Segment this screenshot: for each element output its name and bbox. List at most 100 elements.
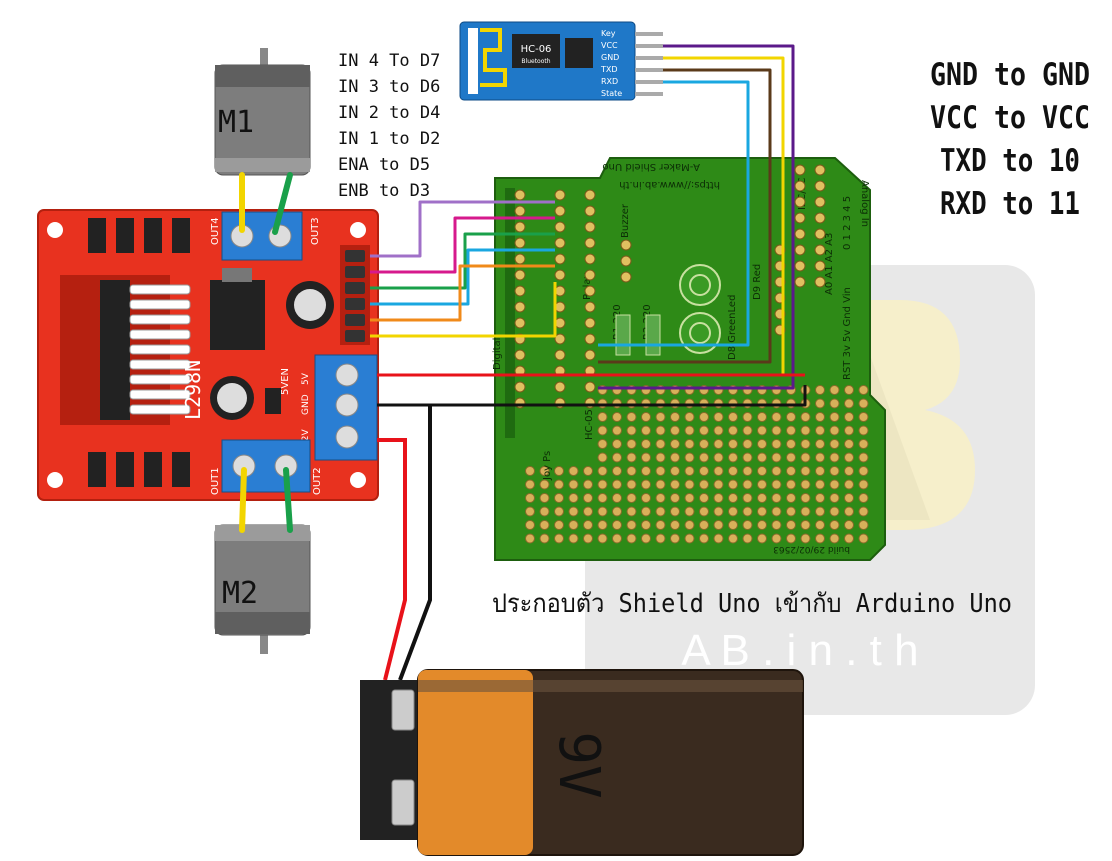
perf-hole: [815, 479, 825, 490]
perf-hole: [829, 479, 840, 490]
l298n-board: L298N 5VEN OUT4 OUT3 OUT1 OUT2 5V GND 12…: [37, 209, 379, 501]
perf-hole: [655, 412, 666, 422]
terminal-power: [314, 354, 378, 461]
perf-hole: [728, 466, 738, 476]
perf-hole: [786, 520, 796, 530]
perf-hole: [568, 493, 579, 503]
perf-hole: [699, 479, 709, 490]
perf-hole: [525, 479, 535, 490]
out1-label: OUT1: [210, 467, 221, 495]
perf-hole: [728, 425, 738, 436]
pin-note: ENA to D5: [338, 155, 430, 175]
header-pin: [814, 164, 826, 176]
perf-hole: [525, 493, 535, 503]
perf-hole: [655, 493, 666, 503]
perf-hole: [612, 493, 622, 503]
perf-hole: [858, 493, 869, 503]
header-pin: [794, 164, 806, 176]
wire-in3: [370, 232, 555, 290]
shield-url: https://www.ab.in.th: [619, 179, 720, 190]
perf-hole: [554, 493, 564, 503]
perf-hole: [699, 425, 709, 436]
perf-hole: [786, 533, 796, 544]
perf-hole: [800, 520, 811, 530]
perf-hole: [742, 452, 753, 463]
bt-note: GND to GND: [930, 57, 1090, 93]
perf-hole: [858, 439, 869, 449]
header-pin: [554, 221, 566, 233]
label-numbers-top: 0 1 2 3 4 5: [842, 196, 853, 250]
perf-hole: [800, 479, 811, 490]
battery-terminal: [391, 779, 415, 826]
header-pin: [584, 333, 596, 345]
header-pin: [584, 221, 596, 233]
perf-hole: [771, 493, 782, 503]
perf-hole: [713, 506, 724, 517]
power-pin-gnd: GND: [301, 394, 311, 415]
header-pin: [794, 180, 806, 192]
shield-board: A-Maker Shield Uno https://www.ab.in.th …: [492, 157, 886, 561]
perf-hole: [655, 520, 666, 530]
perf-hole: [626, 425, 637, 436]
perf-hole: [699, 520, 709, 530]
perf-hole: [800, 439, 811, 449]
perf-hole: [641, 520, 651, 530]
perf-hole: [815, 506, 825, 517]
perf-hole: [699, 493, 709, 503]
pin-note: IN 1 to D2: [338, 129, 440, 149]
perf-hole: [771, 439, 782, 449]
perf-hole: [699, 412, 709, 422]
battery-9v: 9V: [360, 669, 804, 856]
perf-hole: [786, 493, 796, 503]
perf-hole: [771, 533, 782, 544]
perf-hole: [858, 412, 869, 422]
perf-hole: [786, 425, 796, 436]
perf-hole: [670, 520, 680, 530]
header-pin: [620, 271, 632, 283]
perf-hole: [670, 479, 680, 490]
driver-header: [340, 245, 370, 345]
perf-hole: [525, 520, 535, 530]
perf-hole: [684, 479, 695, 490]
perf-hole: [742, 533, 753, 544]
header-pin: [554, 189, 566, 201]
perf-hole: [858, 452, 869, 463]
perf-hole: [641, 439, 651, 449]
perf-hole: [844, 493, 854, 503]
perf-hole: [684, 439, 695, 449]
header-pin: [554, 269, 566, 281]
perf-hole: [713, 439, 724, 449]
perf-hole: [670, 412, 680, 422]
perf-hole: [568, 533, 579, 544]
header-pin: [514, 269, 526, 281]
perf-hole: [684, 533, 695, 544]
perf-hole: [829, 385, 840, 395]
perf-hole: [844, 398, 854, 409]
perf-hole: [670, 452, 680, 463]
perf-hole: [786, 506, 796, 517]
header-pin: [794, 244, 806, 256]
header-pin: [814, 228, 826, 240]
motor-leads: [239, 172, 293, 533]
bt-chip: [512, 34, 560, 68]
header-pin: [554, 205, 566, 217]
header-pin: [584, 301, 596, 313]
resistor-r1: [615, 314, 631, 356]
shield-build: build 29/02/2563: [773, 544, 850, 554]
perf-hole: [641, 425, 651, 436]
perf-hole: [858, 479, 869, 490]
perf-hole: [815, 466, 825, 476]
sven-label: 5VEN: [280, 368, 291, 395]
header-pin: [554, 237, 566, 249]
header-pin: [554, 349, 566, 361]
bluetooth-module: HC-06 Bluetooth Key VCC GND TXD RXD Stat…: [459, 21, 663, 101]
perf-hole: [713, 520, 724, 530]
label-power-row: RST 3v 5v Gnd Vin: [842, 287, 853, 380]
label-joy: Joy Ps: [542, 451, 553, 481]
perf-hole: [728, 439, 738, 449]
perf-hole: [583, 533, 593, 544]
perf-hole: [583, 520, 593, 530]
header-pin: [514, 237, 526, 249]
motor-m1: M1: [214, 48, 311, 176]
bt-note: TXD to 10: [940, 143, 1080, 179]
